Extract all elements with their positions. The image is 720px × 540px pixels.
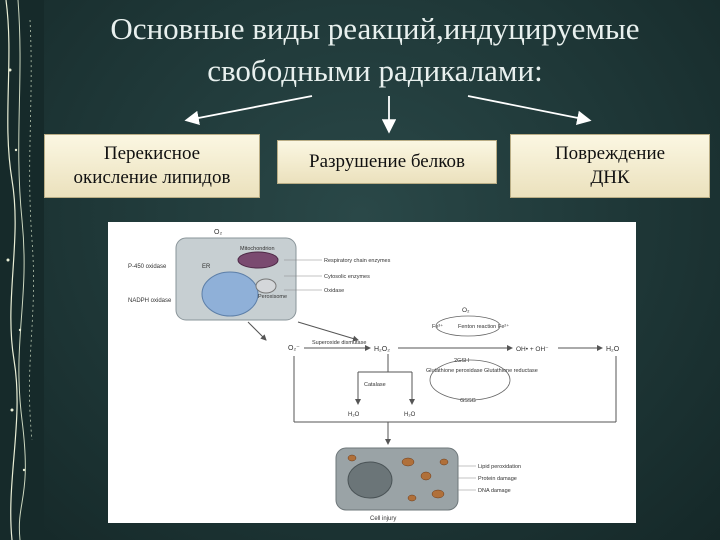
h2o-a: H₂O — [348, 412, 360, 418]
h2o-right: H₂O — [606, 346, 620, 353]
oh-radicals: OH• + OH⁻ — [516, 346, 549, 353]
nadph-label: NADPH oxidase — [128, 298, 172, 304]
slide-title: Основные виды реакций,индуцируемые свобо… — [110, 11, 640, 88]
sod-label: Superoxide dismutase — [312, 340, 366, 346]
glut-red-label: Glutathione reductase — [484, 368, 538, 374]
catalase-label: Catalase — [364, 382, 386, 388]
gsh-label: 2GSH — [454, 358, 469, 364]
o2-top: O₂ — [214, 229, 222, 236]
glut-perox-label: Glutathione peroxidase — [426, 368, 483, 374]
oxidase-label: Oxidase — [324, 288, 344, 294]
h2o-b: H₂O — [404, 412, 416, 418]
lipid-peroxidation-box: Перекисное окисление липидов — [44, 134, 260, 198]
free-radical-diagram: O₂ P-450 oxidase NADPH oxidase ER Mitoch… — [108, 222, 636, 523]
peroxisome-shape — [255, 278, 277, 294]
dna-damage-label: Повреждение ДНК — [554, 143, 666, 188]
o2-mid: O₂ — [462, 307, 470, 314]
dna-damage-fig-label: DNA damage — [478, 488, 511, 494]
h2o2-label: H₂O₂ — [374, 346, 390, 353]
resp-chain-label: Respiratory chain enzymes — [324, 258, 391, 264]
protein-destruction-box: Разрушение белков — [277, 140, 497, 184]
lipid-perox-label: Lipid peroxidation — [478, 464, 521, 470]
fe2-label: Fe²⁺ — [498, 323, 509, 330]
o2-radical: O₂⁻ — [288, 345, 300, 352]
protein-destruction-label: Разрушение белков — [309, 151, 465, 172]
cytosolic-label: Cytosolic enzymes — [324, 274, 370, 280]
p450-label: P-450 oxidase — [128, 264, 167, 270]
arrow-right — [467, 95, 592, 125]
left-decoration — [0, 0, 44, 540]
peroxisome-label: Peroxisome — [258, 294, 287, 300]
mitochondrion-shape — [237, 251, 279, 269]
lipid-peroxidation-label: Перекисное окисление липидов — [73, 143, 231, 188]
er-label: ER — [202, 264, 211, 270]
cell-injury-label: Cell injury — [370, 516, 396, 522]
gssg-label: GSSG — [460, 398, 476, 404]
fe3-label: Fe³⁺ — [432, 323, 443, 330]
nucleus — [201, 271, 259, 317]
arrow-left — [184, 95, 313, 126]
protein-damage-label: Protein damage — [478, 476, 517, 482]
dna-damage-box: Повреждение ДНК — [510, 134, 710, 198]
mitochondrion-label: Mitochondrion — [240, 246, 275, 252]
fenton-label: Fenton reaction — [458, 324, 496, 330]
